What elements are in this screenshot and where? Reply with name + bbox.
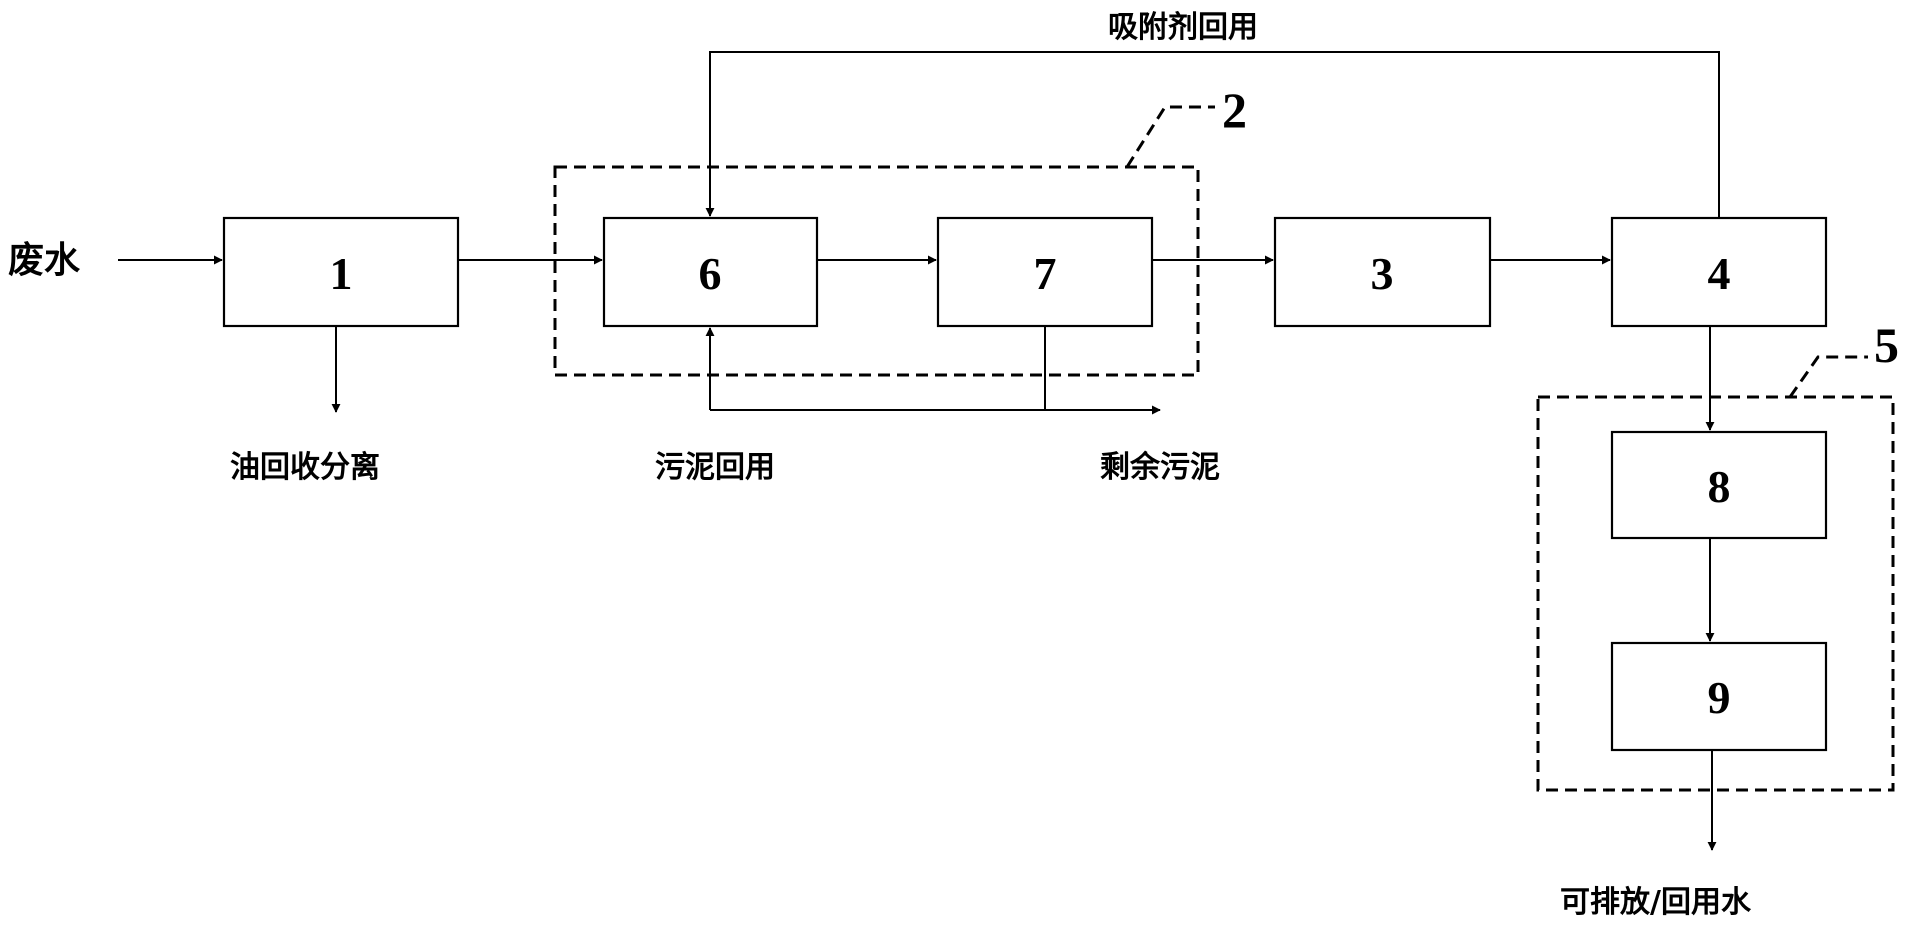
box-6: 6 [602, 216, 819, 328]
box-9-frame [1610, 641, 1828, 752]
box-8-number: 8 [1708, 461, 1731, 512]
group-2-frame [553, 165, 1200, 377]
arrow-adsorbent-recycle [705, 51, 1720, 218]
group-2: 2 [553, 82, 1247, 377]
box-6-frame [602, 216, 819, 328]
label-adsorbent-reuse: 吸附剂回用 [1108, 10, 1258, 45]
box-4-frame [1610, 216, 1828, 328]
label-oil-recovery: 油回收分离 [230, 450, 380, 485]
box-1-frame [222, 216, 460, 328]
group-2-leader [1125, 105, 1215, 168]
group-5-frame [1536, 395, 1895, 792]
box-6-number: 6 [699, 248, 722, 299]
box-1-number: 1 [330, 248, 353, 299]
box-8-frame [1610, 430, 1828, 540]
label-excess-sludge: 剩余污泥 [1100, 450, 1220, 485]
group-5: 5 [1536, 317, 1899, 792]
box-4: 4 [1610, 216, 1828, 328]
box-1: 1 [222, 216, 460, 328]
group-2-label: 2 [1222, 82, 1247, 138]
group-5-leader [1788, 355, 1868, 398]
box-3-number: 3 [1371, 248, 1394, 299]
box-3: 3 [1273, 216, 1492, 328]
box-3-frame [1273, 216, 1492, 328]
box-4-number: 4 [1708, 248, 1731, 299]
box-7: 7 [936, 216, 1154, 328]
box-9-number: 9 [1708, 672, 1731, 723]
label-sludge-reuse: 污泥回用 [655, 450, 775, 485]
label-inflow-wastewater: 废水 [8, 239, 81, 281]
group-5-label: 5 [1874, 317, 1899, 373]
label-outflow-water: 可排放/回用水 [1560, 885, 1752, 920]
box-8: 8 [1610, 430, 1828, 540]
box-9: 9 [1610, 641, 1828, 752]
box-7-number: 7 [1034, 248, 1057, 299]
